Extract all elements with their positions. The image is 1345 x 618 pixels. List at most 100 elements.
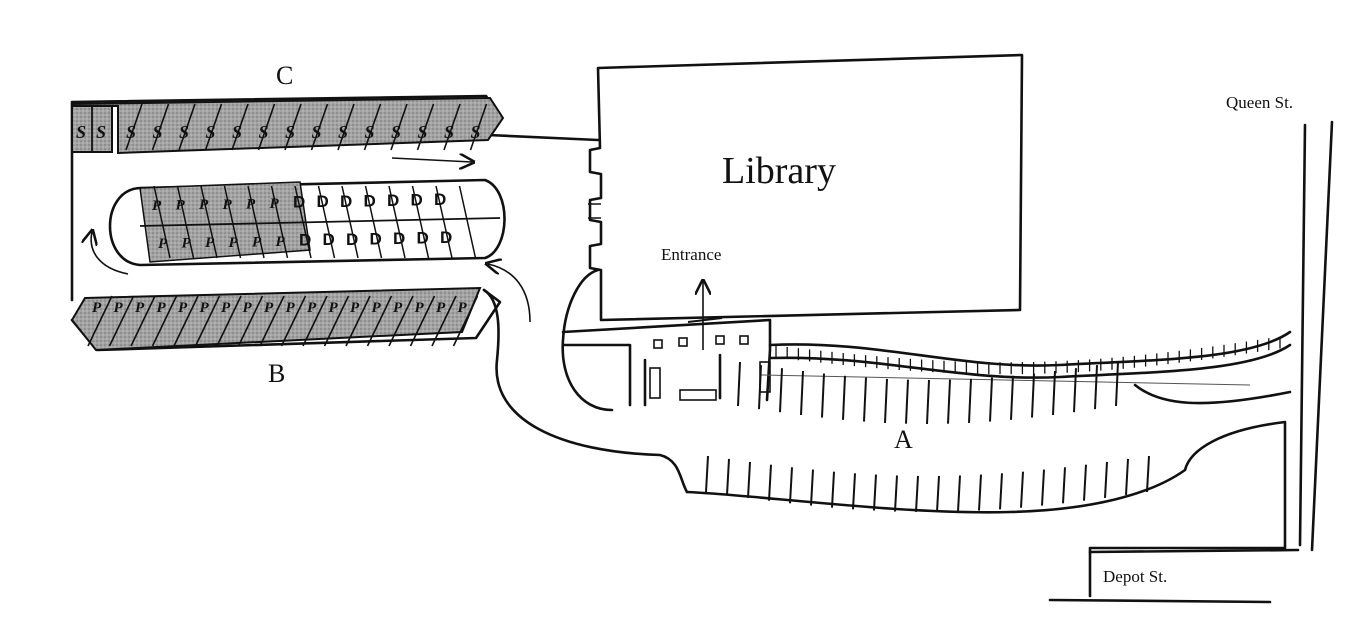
stall-label: D [434,190,446,209]
stall-label: D [370,229,382,248]
stall-line [1041,469,1045,506]
stall-line [176,185,195,259]
stall-line [435,185,453,259]
stall-line [302,295,328,347]
lot-b-label: B [268,359,285,388]
stall-line [1146,455,1150,493]
stall-label: P [329,300,339,316]
stall-label: P [229,235,239,251]
stall-label: P [372,300,382,316]
row-b-stalls [70,286,482,352]
stall-label: S [96,122,106,142]
queen-st-label: Queen St. [1226,93,1293,112]
stall-label: P [199,197,209,213]
lot-a-upper-stall-lines [737,361,1119,425]
entrance-doorway [687,317,723,323]
entrance-plaza [561,318,772,407]
stall-label: P [176,198,186,214]
stall-label: P [264,300,274,316]
stall-label: D [317,192,329,211]
lot-a-island [1133,383,1292,405]
stall-line [947,379,951,424]
stall-line [310,103,329,151]
stall-line [1062,467,1066,504]
stall-label: D [364,191,376,210]
stall-label: P [415,300,425,316]
stall-line [178,103,196,151]
stall-label: S [312,122,322,142]
stall-label: P [92,300,102,316]
stall-line [905,379,909,424]
stall-label: S [179,122,189,142]
flow-arrow-entry [488,264,531,323]
stall-label: D [299,231,311,250]
stall-label: P [182,236,192,252]
stall-line [1010,375,1014,420]
flow-arrow-left [91,232,129,275]
stall-label: S [391,122,401,142]
stall-line [257,103,276,151]
row-b-stall-lines [87,295,479,347]
lot-a-outline [685,420,1287,598]
stall-line [884,378,888,423]
stall-label: D [411,191,423,210]
stall-label: D [387,191,399,210]
stall-line [411,185,430,259]
stall-line [978,474,982,511]
lot-a-guide-line [759,374,1251,386]
stall-line [821,373,825,418]
flow-arrow-top [391,158,472,162]
stall-label: S [206,122,216,142]
stall-line [1031,373,1035,418]
stall-label: P [200,300,210,316]
stall-line [726,458,730,496]
stall-line [936,475,940,512]
stall-line [223,185,242,259]
stall-line [231,103,249,151]
stall-line [810,469,814,506]
library-label: Library [722,150,836,192]
stall-line [831,471,835,508]
stall-label: S [153,122,163,142]
stall-line [280,295,307,347]
stall-line [409,295,436,347]
stall-line [204,103,223,151]
stall-line [151,103,170,151]
stall-label: P [158,236,168,252]
stall-line [366,295,393,347]
stall-line [915,475,919,512]
stall-line [216,295,242,347]
stall-line [1073,368,1077,413]
bollards [653,335,749,349]
library-building [588,53,1024,322]
stall-line [842,375,846,420]
bike-rack [679,389,717,401]
stall-label: S [365,122,375,142]
stall-line [337,103,355,151]
lot-c-label: C [276,61,293,90]
stall-line [1020,471,1024,508]
stall-line [416,103,435,151]
stall-line [1104,461,1108,498]
stall-label: D [440,228,452,247]
stall-label: P [276,234,286,250]
stall-line [390,103,408,151]
stall-label: P [178,300,188,316]
stall-line [1052,370,1056,416]
stall-line [151,295,178,347]
stall-label: P [114,300,124,316]
stall-line [452,295,479,347]
stall-label: P [221,300,231,316]
stall-line [957,475,961,512]
island-outline [108,178,506,267]
stall-line [1125,458,1129,496]
stall-line [789,467,793,504]
stall-line [852,473,856,510]
stall-line [125,103,143,151]
stall-label: D [340,192,352,211]
stall-label: P [205,235,215,251]
stall-line [926,379,930,425]
